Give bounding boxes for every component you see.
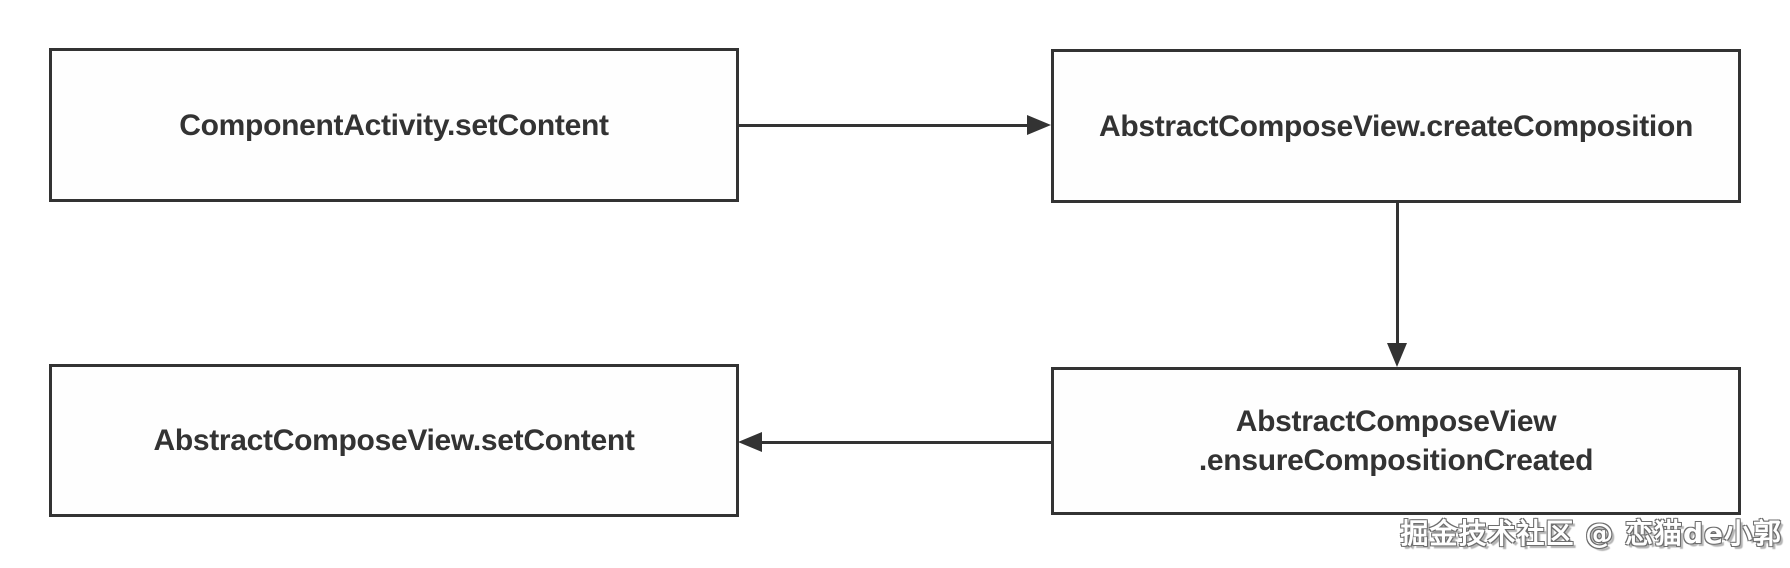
node-label: AbstractComposeView.createComposition: [1098, 109, 1694, 143]
node-label: AbstractComposeView.setContent: [153, 424, 635, 457]
arrow-left-icon: [738, 432, 762, 452]
node-label: AbstractComposeView .ensureCompositionCr…: [1198, 405, 1594, 477]
edge-ensure-composition-created-to-set-content: [760, 441, 1051, 444]
edge-set-content-to-create-composition: [738, 124, 1032, 127]
node-abstract-compose-view-set-content: AbstractComposeView.setContent: [49, 364, 739, 517]
node-component-activity-set-content: ComponentActivity.setContent: [49, 48, 739, 202]
edge-create-composition-to-ensure-composition-created: [1396, 203, 1399, 345]
node-label: ComponentActivity.setContent: [179, 108, 609, 142]
arrow-down-icon: [1387, 343, 1407, 367]
arrow-right-icon: [1027, 115, 1051, 135]
node-abstract-compose-view-create-composition: AbstractComposeView.createComposition: [1051, 49, 1741, 203]
node-abstract-compose-view-ensure-composition-created: AbstractComposeView .ensureCompositionCr…: [1051, 367, 1741, 515]
watermark: 掘金技术社区 @ 恋猫de小郭: [1400, 517, 1782, 550]
